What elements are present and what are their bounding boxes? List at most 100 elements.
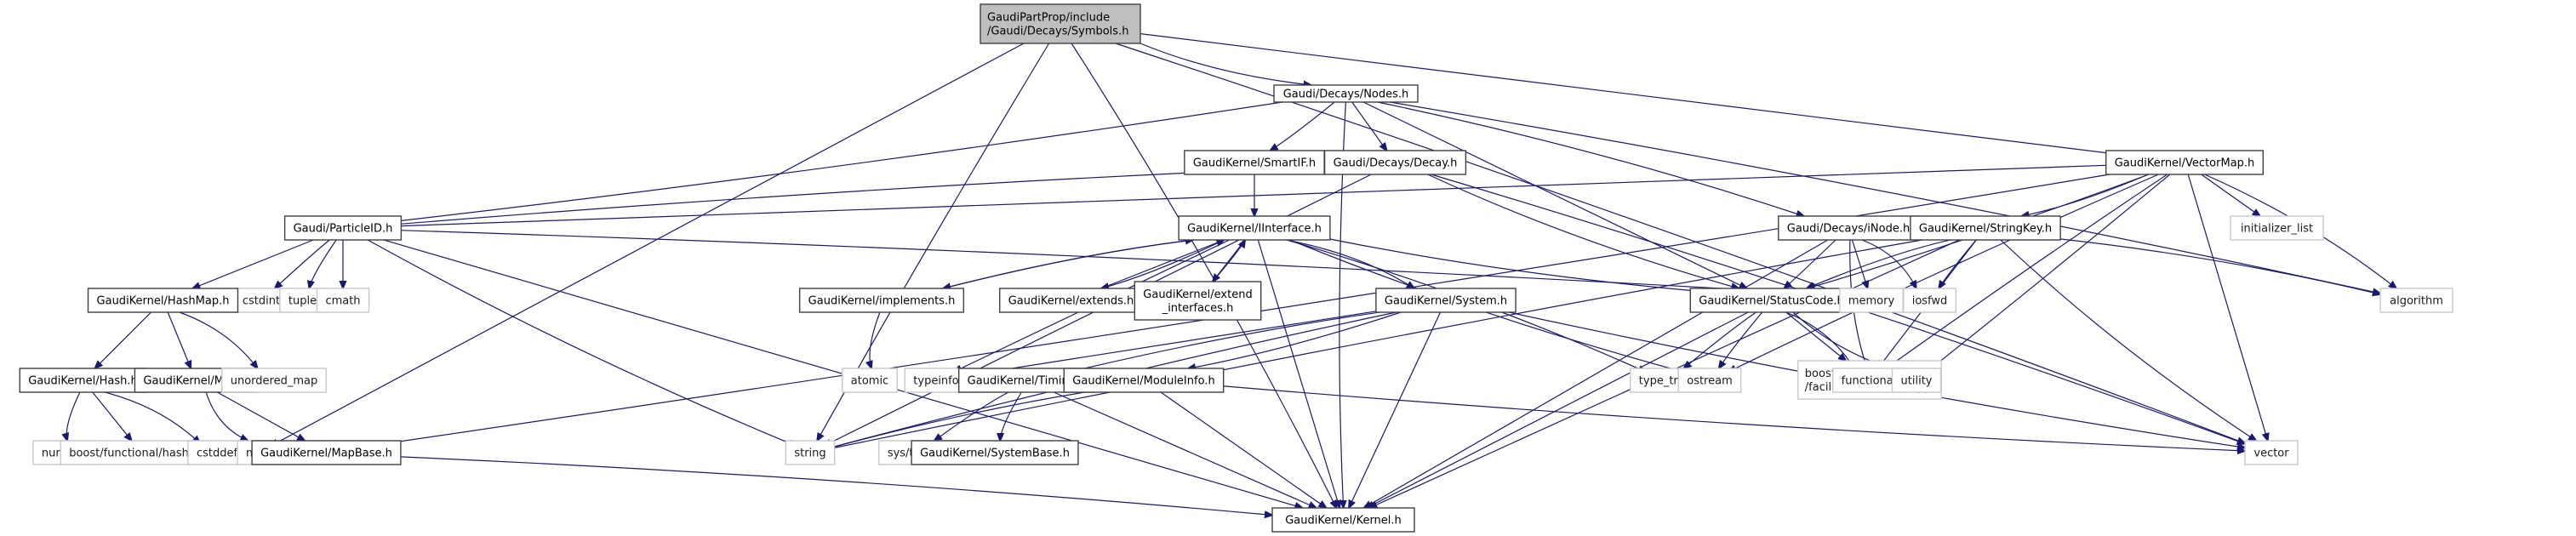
edge-moduleinfo-to-vector [1187, 382, 2245, 451]
node-box [1184, 150, 1325, 175]
edge-particleid-to-cstdint [275, 239, 330, 288]
edge-symbols-to-nodes [1139, 43, 1311, 85]
edge-inode-to-memory [1851, 239, 1867, 288]
edge-vectormap-to-utility [1931, 174, 2171, 368]
node-label: /Gaudi/Decays/Symbols.h [987, 26, 1128, 38]
edge-iinterface-to-extends [1101, 239, 1225, 288]
node-implements[interactable]: GaudiKernel/implements.h [798, 288, 965, 313]
edge-particleid-to-kernel [376, 237, 1303, 508]
edge-nodes-to-smartif [1271, 101, 1335, 151]
node-box [283, 215, 403, 241]
edge-hashmap-to-hash [95, 311, 151, 368]
node-label: memory [1848, 295, 1895, 308]
node-label: GaudiKernel/MapBase.h [260, 448, 392, 460]
node-label: GaudiKernel/ModuleInfo.h [1072, 375, 1214, 388]
node-particleid[interactable]: Gaudi/ParticleID.h [283, 215, 403, 241]
edge-iinterface-to-system [1285, 239, 1414, 288]
edge-particleid-to-iosfwd [376, 229, 1911, 299]
node-label: GaudiKernel/implements.h [808, 295, 956, 308]
node-label: Gaudi/Decays/Decay.h [1334, 157, 1458, 170]
node-box [1375, 288, 1516, 313]
node-label: functional [1842, 375, 1897, 388]
node-statuscode[interactable]: GaudiKernel/StatusCode.h [1689, 288, 1853, 313]
node-smartif[interactable]: GaudiKernel/SmartIF.h [1184, 150, 1325, 175]
node-vector: vector [2244, 440, 2299, 465]
edge-timing-to-kernel [1054, 391, 1316, 508]
edge-vectormap-to-vector [2187, 174, 2268, 441]
node-label: ostream [1687, 375, 1733, 388]
edge-timing-to-systime [934, 391, 1009, 441]
node-box [785, 440, 836, 465]
node-inode[interactable]: Gaudi/Decays/iNode.h [1778, 215, 1919, 241]
node-box [798, 288, 965, 313]
node-stringkey[interactable]: GaudiKernel/StringKey.h [1910, 215, 2061, 241]
node-label: GaudiKernel/Kernel.h [1285, 515, 1402, 527]
node-symbols[interactable]: GaudiPartProp/include/Gaudi/Decays/Symbo… [980, 3, 1141, 44]
node-decay[interactable]: Gaudi/Decays/Decay.h [1323, 150, 1467, 175]
edge-timing-to-systembase [1000, 391, 1022, 441]
node-label: GaudiKernel/extends.h [1008, 295, 1134, 308]
node-string: string [785, 440, 836, 465]
node-vectormap[interactable]: GaudiKernel/VectorMap.h [2105, 150, 2265, 175]
node-cmath: cmath [316, 288, 370, 313]
node-label: Gaudi/ParticleID.h [294, 223, 393, 236]
node-extends[interactable]: GaudiKernel/extends.h [999, 288, 1143, 313]
node-box [1323, 150, 1467, 175]
edge-stringkey-to-string [824, 237, 1937, 450]
node-iosfwd: iosfwd [1903, 288, 1956, 313]
edge-implements-to-atomic [870, 311, 881, 368]
node-kernel[interactable]: GaudiKernel/Kernel.h [1271, 507, 1415, 533]
node-box [1903, 288, 1956, 313]
node-typeinfo: typeinfo [904, 368, 968, 393]
edge-particleid-to-hashmap [192, 239, 314, 288]
edge-statuscode-to-ostream [1719, 311, 1763, 368]
edge-vectormap-to-ostream [1728, 174, 2159, 372]
node-box [1063, 368, 1225, 393]
node-label: Gaudi/Decays/Nodes.h [1283, 88, 1409, 101]
edge-stringkey-to-statuscode [1807, 239, 1951, 288]
node-label: string [794, 448, 825, 460]
node-box [87, 288, 239, 313]
node-label: GaudiPartProp/include [987, 12, 1110, 25]
node-nodes[interactable]: Gaudi/Decays/Nodes.h [1273, 84, 1419, 103]
node-unordered-map: unordered_map [221, 368, 327, 393]
node-label: tuple [288, 295, 317, 308]
node-moduleinfo[interactable]: GaudiKernel/ModuleInfo.h [1063, 368, 1225, 393]
node-cstddef: cstddef [187, 440, 247, 465]
edge-hashmap-to-unordered_map [179, 311, 258, 368]
edge-hash-to-boost_hash [92, 391, 132, 441]
node-system[interactable]: GaudiKernel/System.h [1375, 288, 1516, 313]
node-label: utility [1901, 375, 1933, 388]
node-utility: utility [1891, 368, 1942, 393]
node-box [911, 440, 1079, 465]
edge-nodes-to-particleid [377, 101, 1282, 224]
node-box [251, 440, 402, 465]
node-hash[interactable]: GaudiKernel/Hash.h [19, 368, 147, 393]
edge-hash-to-cstddef [105, 391, 200, 443]
node-box [2244, 440, 2299, 465]
node-ostream: ostream [1677, 368, 1742, 393]
node-label: GaudiKernel/StringKey.h [1919, 223, 2052, 236]
edge-vectormap-to-functional [1886, 174, 2168, 368]
edge-mapbase-to-kernel [369, 454, 1272, 515]
edge-moduleinfo-to-string [824, 389, 1100, 449]
node-label: cstdint [243, 295, 280, 308]
node-iinterface[interactable]: GaudiKernel/IInterface.h [1178, 215, 1331, 241]
node-box [999, 288, 1143, 313]
edge-moduleinfo-to-kernel [1160, 391, 1327, 508]
edge-hash-to-numeric [66, 391, 81, 441]
node-box [2230, 215, 2324, 241]
node-algorithm: algorithm [2379, 288, 2453, 313]
node-hashmap[interactable]: GaudiKernel/HashMap.h [87, 288, 239, 313]
node-label: vector [2253, 448, 2289, 460]
node-label: GaudiKernel/SmartIF.h [1193, 157, 1316, 170]
node-mapbase[interactable]: GaudiKernel/MapBase.h [251, 440, 402, 465]
node-label: GaudiKernel/SystemBase.h [920, 448, 1070, 460]
edge-nodes-to-algorithm [1390, 101, 2380, 294]
edge-decay-to-statuscode [1427, 174, 1739, 288]
node-box [1689, 288, 1853, 313]
node-memory: memory [1839, 288, 1904, 313]
node-extend-interfaces[interactable]: GaudiKernel/extend_interfaces.h [1134, 281, 1262, 321]
edge-iinterface-to-kernel [1257, 239, 1339, 508]
node-systembase[interactable]: GaudiKernel/SystemBase.h [911, 440, 1079, 465]
